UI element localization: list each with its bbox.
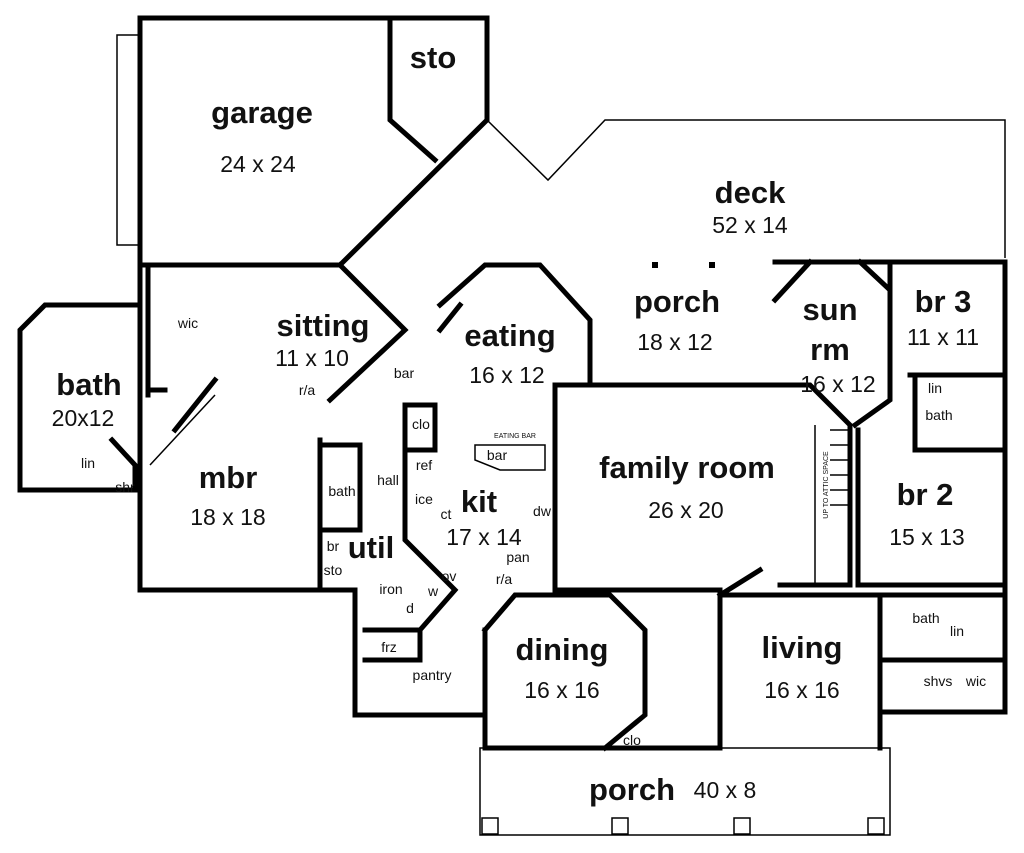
- room-sitting-size: 11 x 10: [275, 345, 349, 371]
- room-br3-size: 11 x 11: [907, 324, 979, 350]
- porch-column: [733, 817, 751, 835]
- deck-post: [652, 262, 658, 268]
- label-bath-br2: bath: [912, 610, 939, 626]
- label-ice: ice: [415, 491, 433, 507]
- room-bath-master-size: 20x12: [52, 405, 115, 431]
- label-bar: bar: [394, 365, 415, 381]
- room-deck-size: 52 x 14: [712, 212, 788, 238]
- label-sto2: sto: [324, 562, 343, 578]
- label-clo2: clo: [623, 732, 641, 748]
- label-pan: pan: [506, 549, 529, 565]
- label-lin-br2: lin: [950, 623, 964, 639]
- label-lin: lin: [81, 455, 95, 471]
- room-bath-master: bath: [56, 367, 121, 402]
- room-br2-size: 15 x 13: [889, 524, 964, 550]
- label-hall: hall: [377, 472, 399, 488]
- porch-column: [867, 817, 885, 835]
- room-porch-rear: porch: [634, 284, 720, 319]
- room-living: living: [762, 630, 843, 665]
- label-wic2: wic: [965, 673, 986, 689]
- label-clo: clo: [412, 416, 430, 432]
- room-mbr: mbr: [199, 460, 258, 495]
- label-ra2: r/a: [496, 571, 513, 587]
- room-util: util: [348, 530, 395, 565]
- label-br: br: [327, 538, 340, 554]
- small-labels: wic r/a bar lin shr clo hall bath ref ic…: [81, 315, 986, 748]
- label-iron: iron: [379, 581, 402, 597]
- label-bar2: bar: [487, 447, 508, 463]
- label-wic: wic: [177, 315, 198, 331]
- room-sto: sto: [410, 40, 457, 75]
- room-family: family room: [599, 450, 775, 485]
- label-d: d: [406, 600, 414, 616]
- walls: [17, 15, 1008, 836]
- label-bath-hall: bath: [328, 483, 355, 499]
- room-sun: sun: [802, 292, 857, 327]
- room-dining-size: 16 x 16: [524, 677, 599, 703]
- room-family-size: 26 x 20: [648, 497, 723, 523]
- label-ra: r/a: [299, 382, 316, 398]
- room-mbr-size: 18 x 18: [190, 504, 265, 530]
- label-ov: ov: [442, 568, 457, 584]
- room-sitting: sitting: [277, 308, 370, 343]
- porch-column: [611, 817, 629, 835]
- room-eating-size: 16 x 12: [469, 362, 544, 388]
- label-pantry: pantry: [413, 667, 452, 683]
- room-kit-size: 17 x 14: [446, 524, 522, 550]
- label-ref: ref: [416, 457, 432, 473]
- room-dining: dining: [516, 632, 609, 667]
- room-garage-size: 24 x 24: [220, 151, 296, 177]
- room-br3: br 3: [915, 284, 972, 319]
- porch-column: [481, 817, 499, 835]
- label-shr: shr: [115, 479, 135, 495]
- label-ct: ct: [441, 506, 452, 522]
- label-shvs: shvs: [924, 673, 953, 689]
- room-eating: eating: [464, 318, 555, 353]
- room-living-size: 16 x 16: [764, 677, 839, 703]
- label-stairs: UP TO ATTIC SPACE: [823, 451, 830, 519]
- label-lin-br3: lin: [928, 380, 942, 396]
- room-kit: kit: [461, 484, 497, 519]
- label-w: w: [427, 583, 439, 599]
- room-porch-front: porch: [589, 772, 675, 807]
- room-labels: garage 24 x 24 sto deck 52 x 14 porch 18…: [52, 40, 979, 807]
- room-garage: garage: [211, 95, 313, 130]
- label-eating-bar: EATING BAR: [494, 433, 536, 440]
- label-dw: dw: [533, 503, 552, 519]
- room-porch-front-size: 40 x 8: [694, 777, 757, 803]
- room-porch-rear-size: 18 x 12: [637, 329, 712, 355]
- room-sun-rm: rm: [810, 332, 850, 367]
- room-sun-rm-size: 16 x 12: [800, 371, 875, 397]
- room-deck: deck: [715, 175, 786, 210]
- room-br2: br 2: [897, 477, 954, 512]
- label-bath-br3: bath: [925, 407, 952, 423]
- deck-post: [709, 262, 715, 268]
- label-frz: frz: [381, 639, 397, 655]
